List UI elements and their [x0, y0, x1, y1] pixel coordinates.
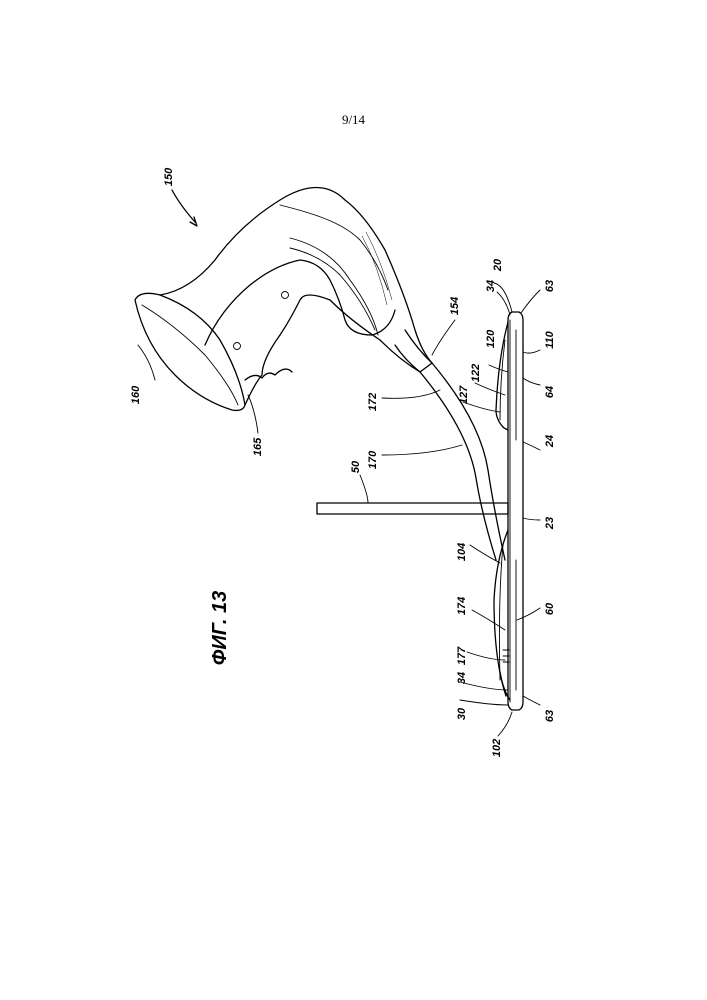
ref-150: 150: [163, 167, 175, 186]
ref-64: 64: [544, 386, 556, 398]
ref-127: 127: [458, 385, 470, 404]
ref-160: 160: [130, 385, 142, 404]
ref-154: 154: [449, 297, 461, 315]
upright-post: [317, 503, 508, 514]
ref-30: 30: [456, 707, 468, 720]
ref-104: 104: [456, 543, 468, 561]
ref-170: 170: [367, 450, 379, 469]
figure-title: ФИГ. 13: [209, 591, 231, 665]
ref-172: 172: [367, 393, 379, 411]
reference-numerals: 150 160 165 154 172 170 50 127 122 120 3…: [130, 167, 556, 757]
ref-50: 50: [350, 460, 362, 473]
handle: [135, 188, 432, 411]
ref-63-bottom: 63: [544, 710, 556, 722]
ref-122: 122: [470, 364, 482, 382]
leader-lines: [138, 283, 540, 736]
ref-20: 20: [492, 258, 504, 272]
arrow-150: [172, 190, 195, 222]
ref-24: 24: [544, 435, 556, 448]
ref-23: 23: [544, 517, 556, 530]
upper-sleeve: [496, 322, 508, 430]
ref-120: 120: [485, 329, 497, 348]
ref-110: 110: [544, 330, 556, 348]
ref-174: 174: [456, 597, 468, 615]
base-plate: [508, 312, 523, 710]
ref-63-top: 63: [544, 280, 556, 292]
ref-102: 102: [491, 739, 503, 757]
ref-34-top: 34: [485, 280, 497, 292]
ref-177: 177: [456, 646, 468, 665]
ref-165: 165: [252, 437, 264, 456]
ref-60: 60: [544, 602, 556, 615]
ref-34-bottom: 34: [456, 672, 468, 684]
